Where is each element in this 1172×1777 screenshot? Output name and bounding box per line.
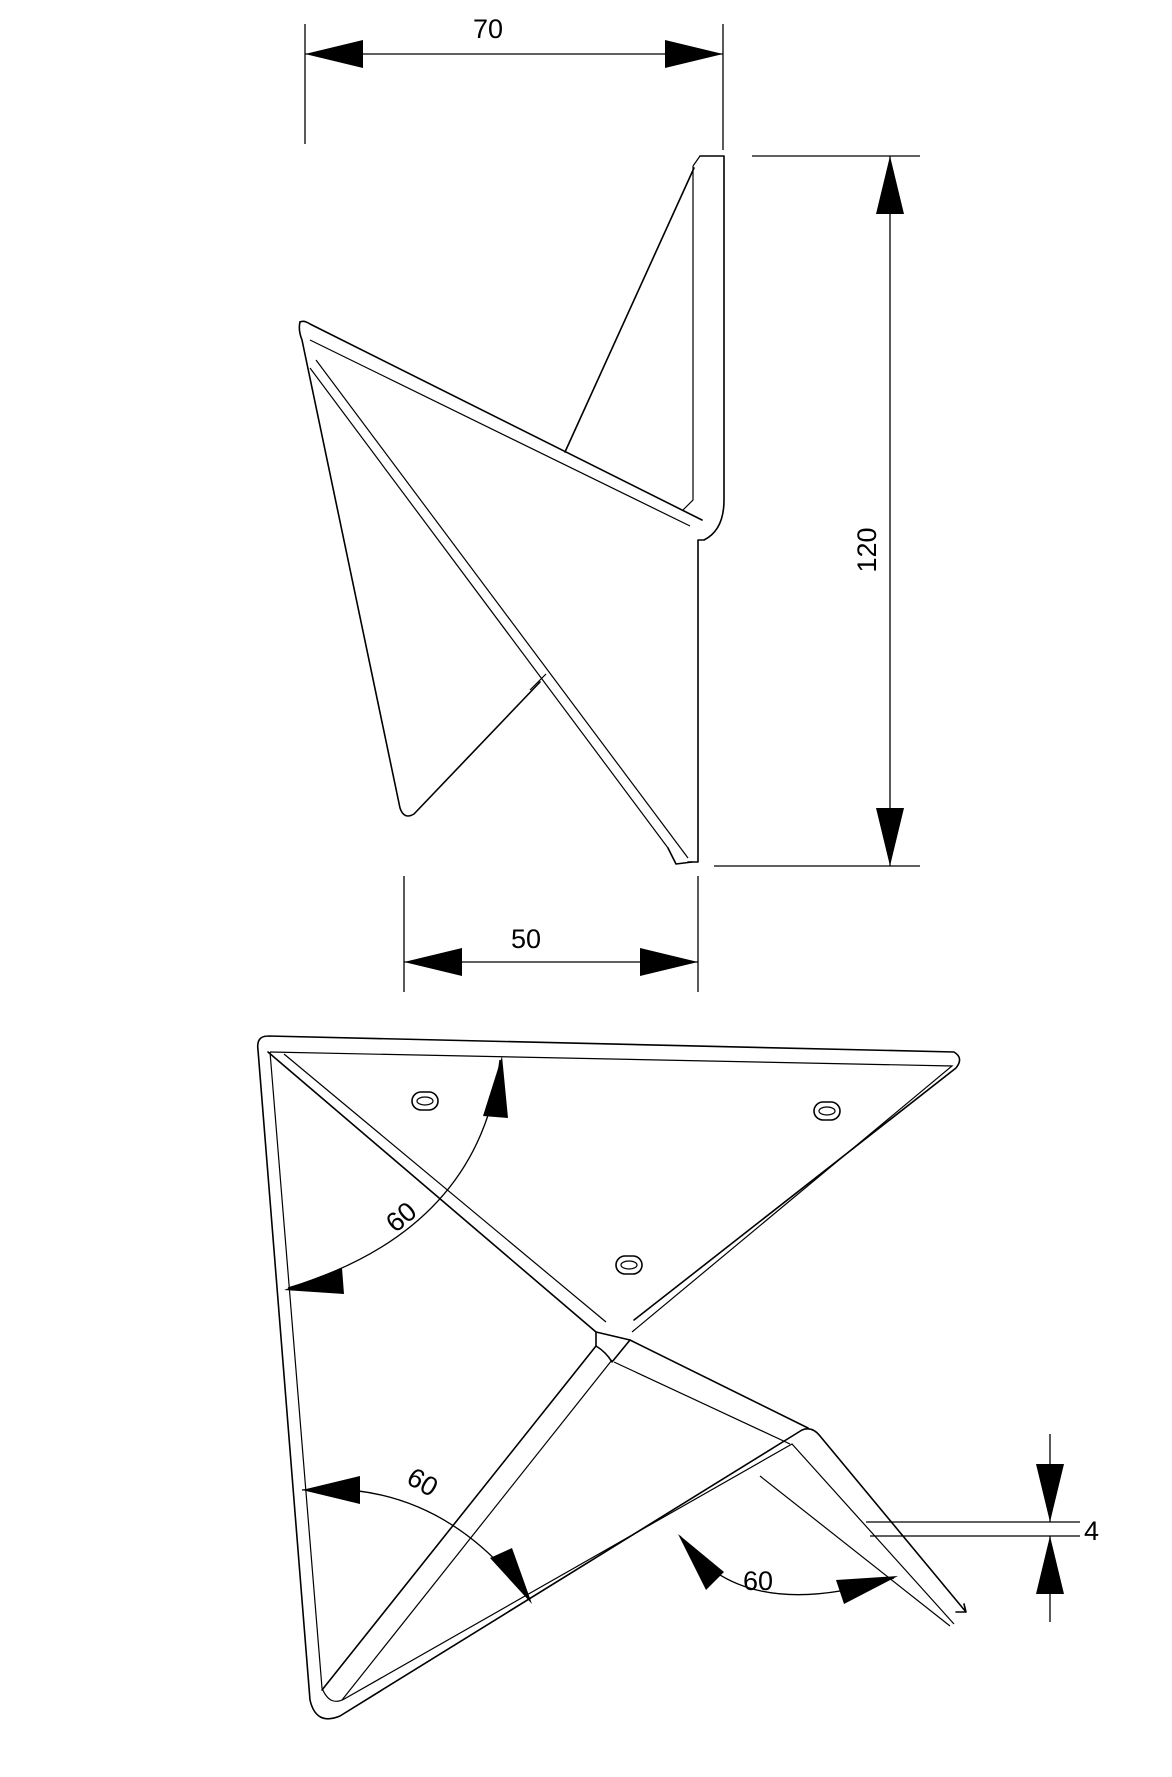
arrowhead — [1036, 1536, 1064, 1594]
side-view-vertical-plate — [687, 155, 725, 863]
dim-angle-upper: 60 — [284, 1056, 508, 1294]
dim-angle-upper-label: 60 — [380, 1196, 422, 1238]
plan-view — [256, 1035, 967, 1720]
arrowhead — [490, 1548, 532, 1604]
arrowhead — [302, 1476, 360, 1504]
dim-angle-lower: 60 — [301, 1462, 532, 1604]
mounting-hole — [813, 1101, 841, 1121]
side-view — [298, 155, 725, 865]
arrowhead — [876, 808, 904, 866]
dim-height-label: 120 — [852, 527, 882, 572]
side-view-left-leg — [298, 321, 541, 817]
dim-angle-lower-label: 60 — [402, 1462, 443, 1503]
dim-top-width-label: 70 — [473, 14, 503, 44]
plan-view-center-node — [595, 1331, 631, 1363]
side-view-top-face — [299, 320, 703, 521]
dim-height: 120 — [714, 155, 920, 867]
arrowhead — [665, 40, 723, 68]
dim-bottom-width: 50 — [403, 876, 699, 992]
dim-angle-right-label: 60 — [743, 1566, 773, 1596]
arrowhead — [678, 1534, 724, 1590]
plan-view-outline — [256, 1035, 967, 1720]
arrowhead — [483, 1056, 508, 1118]
mounting-hole — [411, 1091, 439, 1111]
dim-angle-right: 60 — [678, 1534, 898, 1604]
arrowhead — [640, 948, 698, 976]
arrowhead — [1036, 1464, 1064, 1522]
arrowhead — [876, 156, 904, 214]
arrowhead — [284, 1268, 344, 1294]
mounting-hole — [615, 1255, 643, 1275]
dim-thickness-label: 4 — [1084, 1516, 1099, 1546]
dim-thickness: 4 — [866, 1434, 1099, 1622]
arrowhead — [404, 948, 462, 976]
arrowhead — [305, 40, 363, 68]
dim-top-width: 70 — [304, 14, 724, 150]
dim-bottom-width-label: 50 — [511, 924, 541, 954]
arrowhead — [836, 1576, 898, 1604]
